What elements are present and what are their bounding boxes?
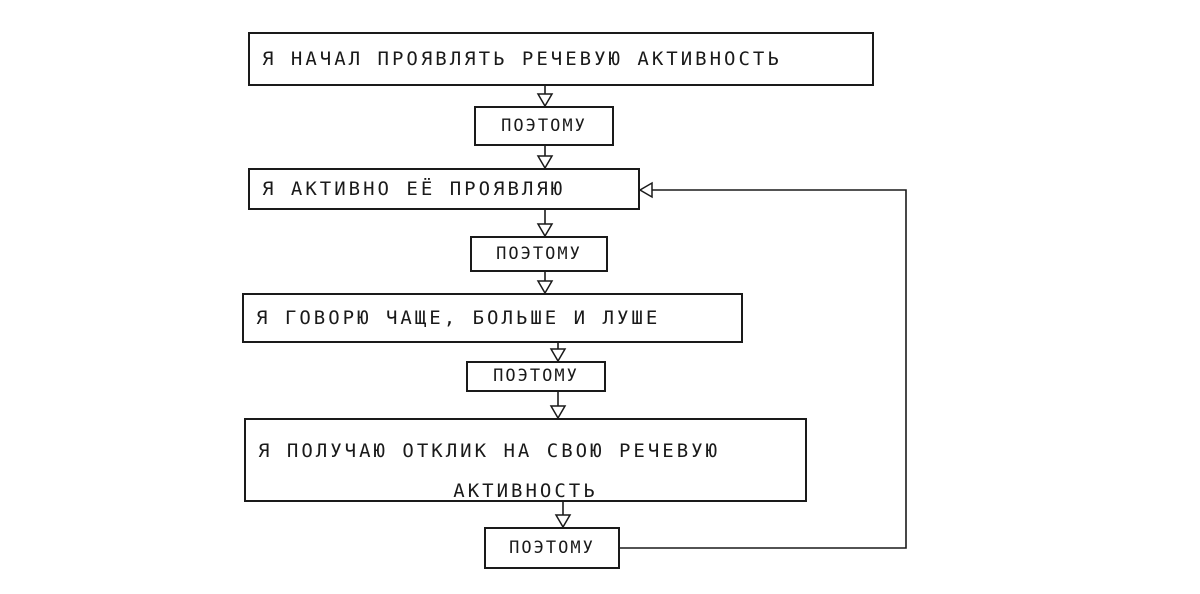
connector-label: поэтому <box>509 537 595 558</box>
arrow-down-icon <box>536 93 554 108</box>
arrow-down-icon <box>549 405 567 420</box>
arrow-down-icon <box>554 514 572 529</box>
connector-label: поэтому <box>496 243 582 264</box>
step-box-4: я получаю отклик на свою речевую активно… <box>244 418 807 502</box>
step-box-3: я говорю чаще, больше и луше <box>242 293 743 343</box>
arrow-down-icon <box>536 155 554 170</box>
step-label-continuation: активность <box>453 480 598 502</box>
connector-box-3: поэтому <box>466 361 606 392</box>
feedback-loop-line <box>620 189 907 549</box>
arrow-left-icon <box>638 181 653 199</box>
arrow-down-icon <box>549 348 567 363</box>
connector-label: поэтому <box>501 115 587 136</box>
step-label: я получаю отклик на свою речевую <box>258 440 721 462</box>
connector-box-4: поэтому <box>484 527 620 569</box>
connector-label: поэтому <box>493 366 579 386</box>
connector-box-1: поэтому <box>474 106 614 146</box>
step-label: я начал проявлять речевую активность <box>262 47 782 70</box>
step-box-2: я активно её проявляю <box>248 168 640 210</box>
step-box-1: я начал проявлять речевую активность <box>248 32 874 86</box>
arrow-down-icon <box>536 223 554 238</box>
step-label: я активно её проявляю <box>262 177 566 200</box>
arrow-down-icon <box>536 280 554 295</box>
step-label: я говорю чаще, больше и луше <box>256 306 661 329</box>
connector-box-2: поэтому <box>470 236 608 272</box>
